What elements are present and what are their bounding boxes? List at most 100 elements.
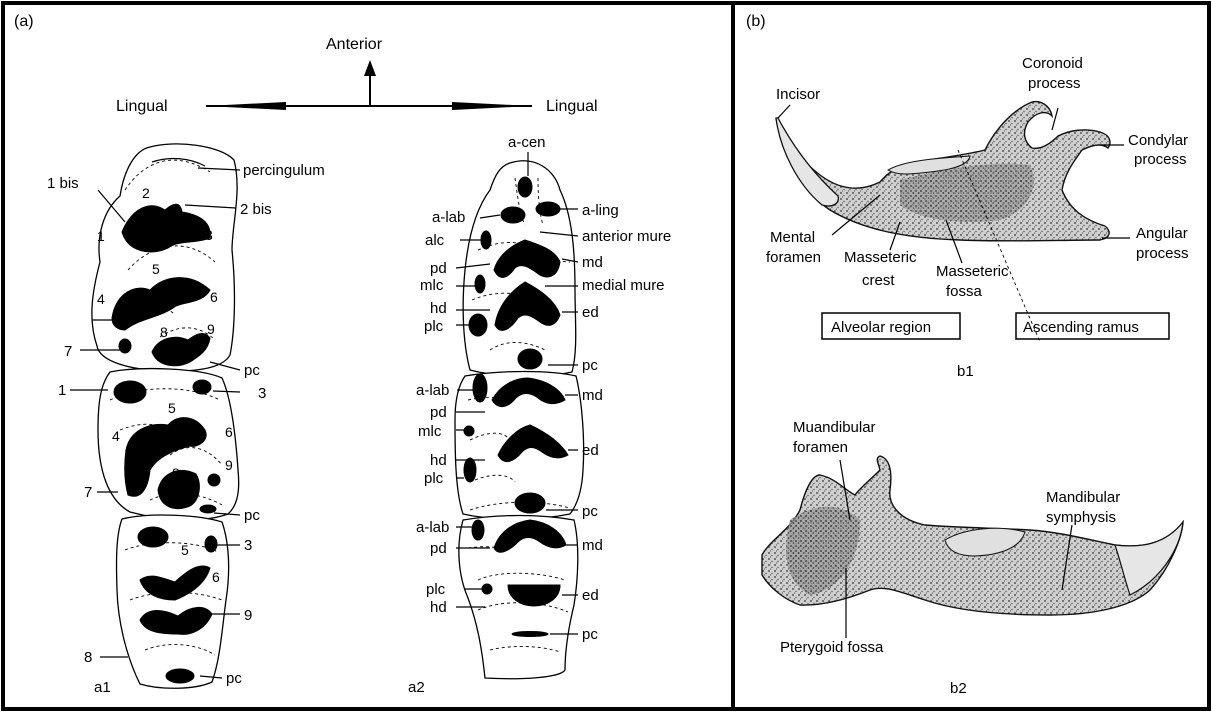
a2-plc-cusp — [469, 314, 487, 336]
a2-a-cen: a-cen — [508, 134, 546, 151]
a2-ed-2: ed — [582, 442, 599, 459]
a2-hd-2: hd — [430, 452, 447, 469]
a2-pd-2: pd — [430, 404, 447, 421]
a2-m3-plc-cusp — [482, 584, 492, 594]
panel-a-label: (a) — [14, 13, 34, 30]
lingual-right-label: Lingual — [546, 98, 598, 115]
a1-m1-7: 7 — [64, 343, 72, 360]
b1-masseteric-crest-1: Masseteric — [844, 249, 917, 266]
a2-a-lab-3: a-lab — [416, 519, 449, 536]
a1-m3-cusp-3 — [205, 536, 217, 552]
a2-m3-pc-cusp — [512, 632, 548, 637]
a1-m3-6: 6 — [212, 569, 220, 585]
a1-m3-9: 9 — [244, 607, 252, 624]
a2-m2-pc-cusp — [515, 493, 545, 513]
b2-caption: b2 — [950, 680, 967, 697]
b1-ascending-ramus: Ascending ramus — [1023, 319, 1139, 336]
b2-mandible: Muandibular foramen Mandibular symphysis… — [762, 419, 1183, 697]
a2-m1-pc-cusp — [518, 349, 542, 369]
a2-a-lab-2: a-lab — [416, 382, 449, 399]
a2-medial-mure: medial mure — [582, 277, 665, 294]
a1-m2-cusp-3 — [193, 380, 211, 394]
b1-caption: b1 — [957, 363, 974, 380]
a1-tooth-row: percingulum 1 bis 2 2 bis 1 3 5 4 6 8 9 … — [47, 144, 325, 696]
a1-m3-cusp-anterior — [138, 527, 168, 547]
b1-incisor — [776, 118, 838, 206]
a1-caption: a1 — [94, 679, 111, 696]
a2-mlc-cusp — [475, 275, 485, 293]
a1-m3-cusp-pc — [166, 669, 194, 683]
a2-ed-1: ed — [582, 304, 599, 321]
b1-condylar-2: process — [1134, 151, 1187, 168]
a2-caption: a2 — [408, 679, 425, 696]
a2-plc-3: plc — [426, 581, 446, 598]
a1-m1-1: 1 — [97, 228, 105, 244]
a2-pd-3: pd — [430, 540, 447, 557]
a2-hd-1: hd — [430, 300, 447, 317]
a1-m2-pc: pc — [244, 507, 260, 524]
a2-a-lab-cusp — [501, 207, 525, 223]
a2-md-3: md — [582, 537, 603, 554]
a1-m2-9: 9 — [225, 457, 233, 473]
a1-2bis: 2 bis — [240, 201, 272, 218]
a1-m1-pc: pc — [244, 362, 260, 379]
orientation-compass: Anterior Lingual Lingual — [116, 36, 598, 115]
a2-pc-2: pc — [582, 503, 598, 520]
b1-coronoid-2: process — [1028, 75, 1081, 92]
a2-mlc-1: mlc — [420, 277, 444, 294]
a2-plc-2: plc — [424, 470, 444, 487]
panel-b-label: (b) — [746, 13, 766, 30]
a2-pc-3: pc — [582, 626, 598, 643]
b1-condylar-1: Condylar — [1128, 132, 1188, 149]
b1-coronoid-1: Coronoid — [1022, 55, 1083, 72]
a2-m3-a-lab-cusp — [472, 520, 484, 540]
a1-2: 2 — [142, 185, 150, 201]
a1-m1-4: 4 — [97, 291, 105, 307]
b1-mental-1: Mental — [770, 229, 815, 246]
a1-m2-1: 1 — [58, 382, 66, 399]
a2-ed-3: ed — [582, 587, 599, 604]
a2-m2-mlc-cusp — [464, 426, 474, 436]
a1-m2-cusp-pc — [200, 505, 216, 513]
a1-m1-6: 6 — [210, 289, 218, 305]
a1-m3-pc: pc — [226, 670, 242, 687]
a1-1bis: 1 bis — [47, 175, 79, 192]
anterior-arrowhead — [364, 60, 376, 76]
a1-percingulum: percingulum — [243, 162, 325, 179]
a2-alc-cusp — [481, 231, 491, 249]
b2-symphysis-1: Mandibular — [1046, 489, 1120, 506]
b2-symphysis-2: symphysis — [1046, 509, 1116, 526]
a1-m1-8: 8 — [160, 324, 168, 340]
b1-mandible: Incisor Coronoid process Condylar proces… — [766, 55, 1189, 380]
anterior-label: Anterior — [326, 36, 383, 53]
a2-a-lab-1: a-lab — [432, 209, 465, 226]
a1-m2-8: 8 — [172, 465, 180, 481]
a2-anterior-mure: anterior mure — [582, 228, 671, 245]
b1-masseteric-fossa-2: fossa — [946, 283, 983, 300]
a2-a-ling: a-ling — [582, 202, 619, 219]
a1-m1-3: 3 — [205, 227, 213, 243]
b1-masseteric-fossa-1: Masseteric — [936, 263, 1009, 280]
a2-tooth-row: a-cen a-lab a-ling alc anterior mure pd … — [408, 134, 671, 696]
b1-masseteric-crest-2: crest — [862, 272, 895, 289]
b1-angular-2: process — [1136, 245, 1189, 262]
a1-m2-6: 6 — [225, 424, 233, 440]
a2-plc-1: plc — [424, 318, 444, 335]
a1-m2-3: 3 — [258, 385, 266, 402]
a2-pd-1: pd — [430, 260, 447, 277]
a2-pc-1: pc — [582, 357, 598, 374]
a1-m2-5: 5 — [168, 400, 176, 416]
left-arrowhead — [206, 102, 286, 110]
b1-angular-1: Angular — [1136, 225, 1188, 242]
a1-m2-7: 7 — [84, 484, 92, 501]
a1-m1-cusp-7 — [119, 339, 131, 353]
b1-alveolar-region: Alveolar region — [831, 319, 931, 336]
a2-md-1: md — [582, 254, 603, 271]
a2-a-ling-cusp — [536, 202, 560, 216]
a2-a-cen-cusp — [518, 177, 532, 197]
a2-m2-plc-cusp — [464, 458, 476, 482]
a2-alc: alc — [425, 232, 445, 249]
a2-m2-a-lab-cusp — [473, 374, 487, 402]
